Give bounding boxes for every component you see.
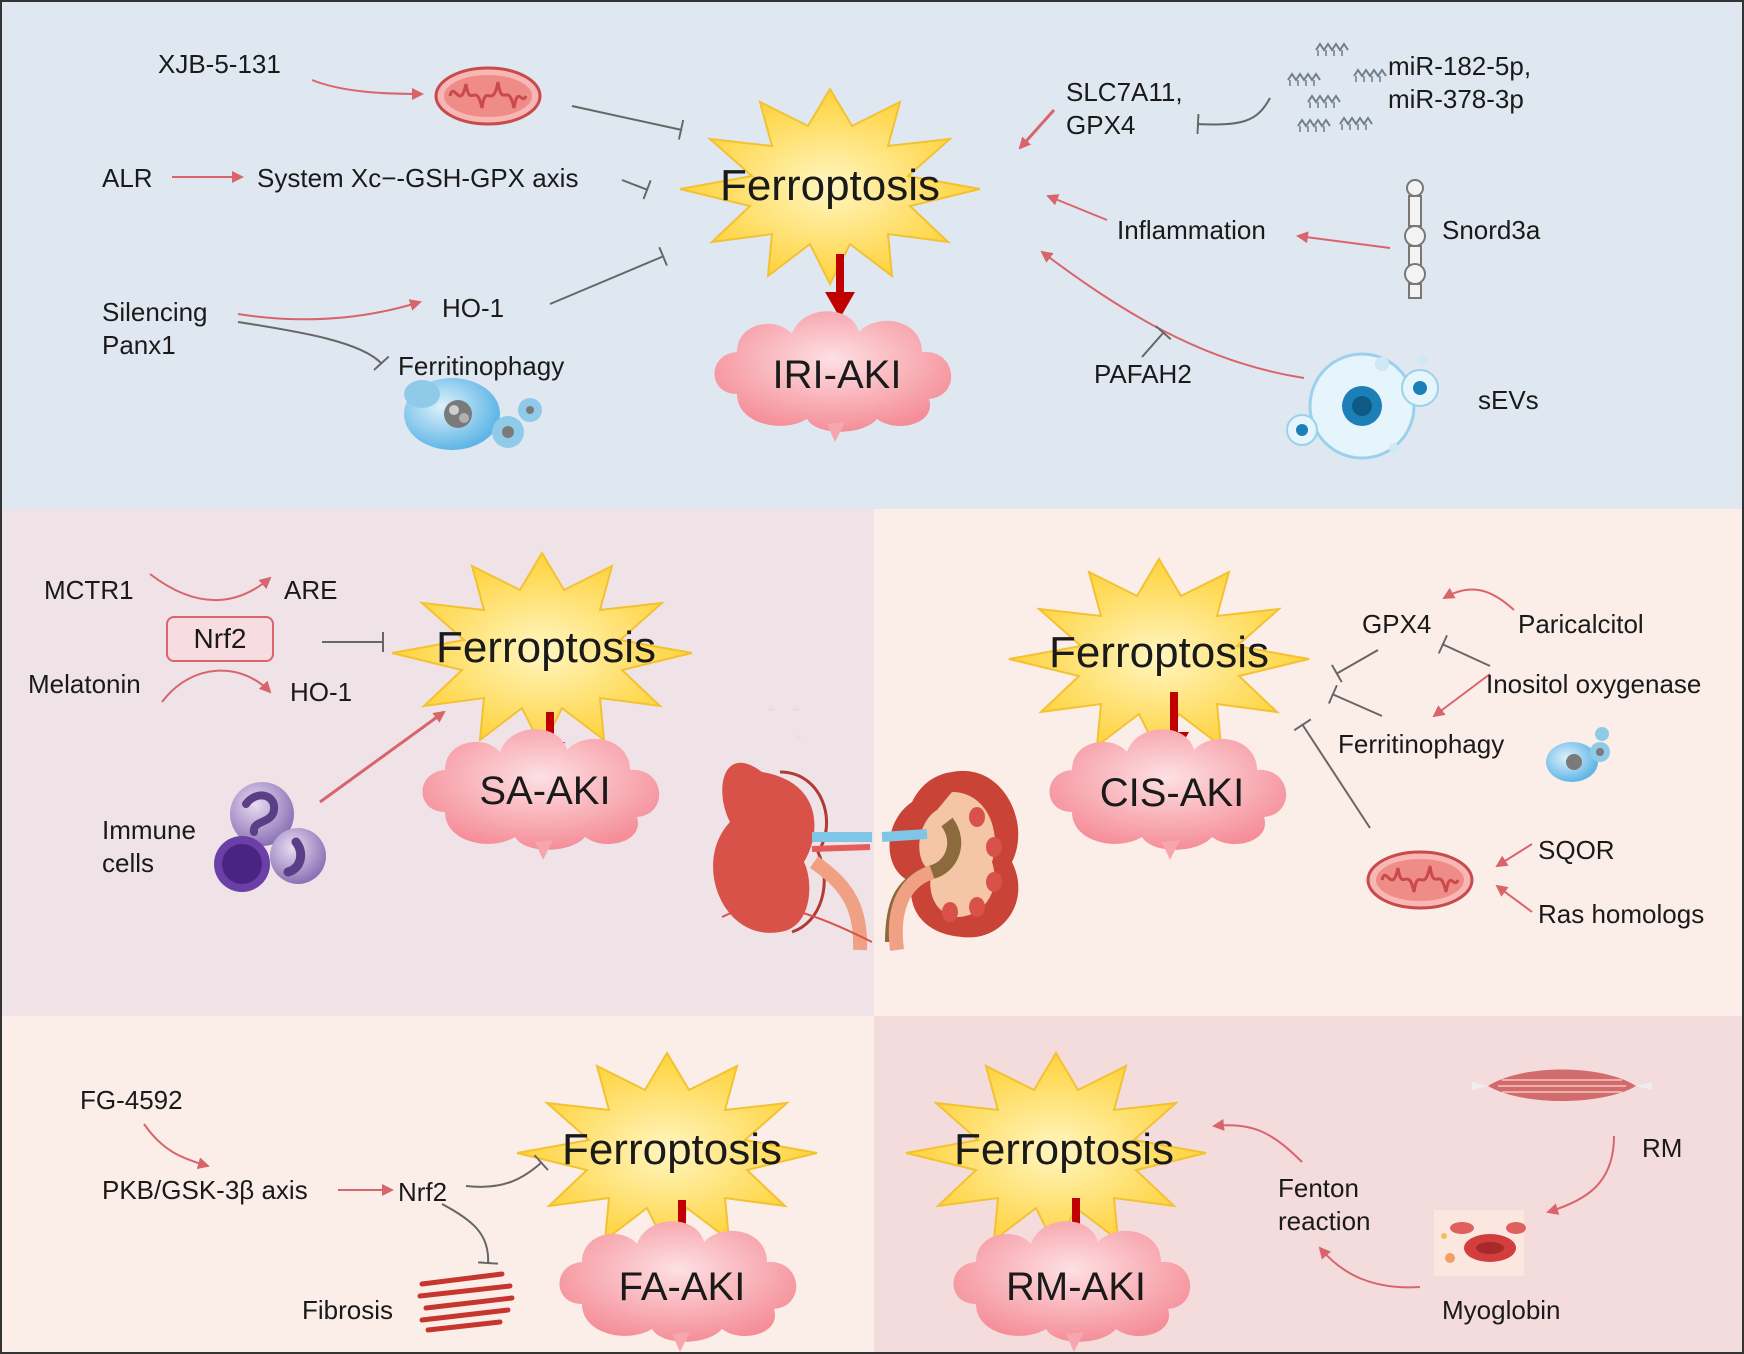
snord3a-hairpin-icon: [1404, 179, 1426, 299]
slc-gpx4-arrow: [1018, 108, 1056, 150]
muscle-icon: [1472, 1069, 1652, 1101]
cis-ferroptosis-label: Ferroptosis: [1049, 628, 1269, 677]
inositol-ferritinophagy-arrow: [1432, 673, 1491, 718]
top-ho1-label: HO-1: [442, 293, 505, 323]
inositol-oxygenase-label: Inositol oxygenase: [1486, 669, 1702, 699]
gpx4-inhibit-line: [1331, 649, 1379, 683]
pafah2-inhibit-line: [1141, 325, 1172, 358]
pkb-gsk3b-label: PKB/GSK-3β axis: [102, 1175, 308, 1205]
ras-homologs-label: Ras homologs: [1538, 899, 1705, 929]
snord3a-label: Snord3a: [1442, 215, 1541, 245]
system-xc-label: System Xc−-GSH-GPX axis: [257, 163, 579, 193]
xjb-5-131-label: XJB-5-131: [158, 49, 281, 79]
melatonin-label: Melatonin: [28, 669, 141, 699]
sa-ferroptosis-label: Ferroptosis: [436, 623, 656, 672]
ho1-inhibit-line: [549, 246, 668, 305]
iri-ferroptosis-label: Ferroptosis: [720, 161, 940, 210]
paricalcitol-arrow: [1442, 587, 1515, 611]
fg-4592-label: FG-4592: [80, 1085, 183, 1115]
sevs-label: sEVs: [1478, 385, 1539, 415]
immune-cells-icon: [214, 782, 326, 892]
panx1-ferritinophagy-inhibit: [237, 321, 390, 371]
are-label: ARE: [284, 575, 338, 605]
alr-label: ALR: [102, 163, 153, 193]
myoglobin-icon: [1434, 1210, 1526, 1276]
melatonin-ho1-arrow: [161, 669, 272, 703]
sa-outcome-label: SA-AKI: [479, 769, 610, 813]
mirna-label: miR-182-5p, miR-378-3p: [1388, 51, 1532, 114]
ras-homologs-arrow: [1495, 884, 1533, 913]
system-xc-inhibit-line: [621, 179, 652, 200]
paricalcitol-label: Paricalcitol: [1518, 609, 1644, 639]
panx1-ho1-arrow: [237, 299, 422, 321]
rm-outcome-label: RM-AKI: [1006, 1265, 1146, 1309]
cis-gpx4-label: GPX4: [1362, 609, 1432, 639]
kidney-illustration: + + +: [713, 701, 1019, 951]
nrf2-fibrosis-inhibit-line: [441, 1203, 499, 1265]
myoglobin-fenton-arrow: [1318, 1246, 1421, 1289]
xjb-arrow: [311, 79, 424, 100]
fa-ferroptosis-label: Ferroptosis: [562, 1125, 782, 1174]
fibrosis-icon: [417, 1271, 515, 1333]
inflammation-arrow: [1046, 194, 1108, 221]
svg-text:+: +: [794, 729, 802, 745]
rm-myoglobin-arrow: [1546, 1135, 1615, 1215]
myoglobin-label: Myoglobin: [1442, 1295, 1561, 1325]
fenton-reaction-label: Fenton reaction: [1278, 1173, 1371, 1236]
ferritinophagy-inhibit-line: [1327, 684, 1383, 717]
cis-outcome-label: CIS-AKI: [1100, 771, 1244, 815]
mirna-icon: [1287, 43, 1387, 133]
rm-label: RM: [1642, 1133, 1683, 1163]
sevs-vesicles-icon: [1286, 352, 1439, 460]
rm-ferroptosis-label: Ferroptosis: [954, 1125, 1174, 1174]
pafah2-label: PAFAH2: [1094, 359, 1192, 389]
mctr1-label: MCTR1: [44, 575, 134, 605]
inflammation-label: Inflammation: [1117, 215, 1266, 245]
fibrosis-label: Fibrosis: [302, 1295, 394, 1325]
svg-text:+: +: [792, 701, 800, 717]
sa-nrf2-box: Nrf2: [166, 616, 274, 662]
fg4592-arrow: [143, 1123, 210, 1170]
mir-inhibit-line: [1196, 97, 1271, 135]
mitochondrion-cis-icon: [1366, 850, 1474, 910]
fa-outcome-label: FA-AKI: [619, 1265, 746, 1309]
ferritinophagy-cells-icon: [404, 378, 542, 450]
fenton-arrow: [1212, 1118, 1303, 1163]
sa-aki-panel: [2, 509, 874, 1016]
mito-cis-inhibit-line: [1293, 718, 1371, 829]
slc-gpx4-label: SLC7A11, GPX4: [1066, 77, 1183, 140]
svg-text:+: +: [767, 701, 775, 717]
immune-cells-arrow: [319, 710, 446, 804]
sa-ho1-label: HO-1: [290, 677, 353, 707]
iri-outcome-label: IRI-AKI: [773, 353, 902, 397]
nrf2-fa-inhibit-line: [465, 1154, 549, 1188]
ferritinophagy-cis-icon: [1546, 727, 1610, 782]
mctr1-are-arrow: [149, 573, 272, 602]
inositol-gpx4-inhibit: [1437, 634, 1491, 667]
silencing-panx1-label: Silencing Panx1: [102, 297, 208, 360]
top-ferritinophagy-label: Ferritinophagy: [398, 351, 565, 381]
immune-cells-label: Immune cells: [102, 815, 196, 878]
cis-ferritinophagy-label: Ferritinophagy: [1338, 729, 1505, 759]
sqor-arrow: [1495, 843, 1533, 868]
mitochondrion-icon: [434, 66, 542, 126]
snord3a-arrow: [1296, 231, 1391, 249]
mito-inhibit-line: [571, 105, 685, 140]
fa-nrf2-label: Nrf2: [398, 1177, 448, 1207]
sqor-label: SQOR: [1538, 835, 1615, 865]
